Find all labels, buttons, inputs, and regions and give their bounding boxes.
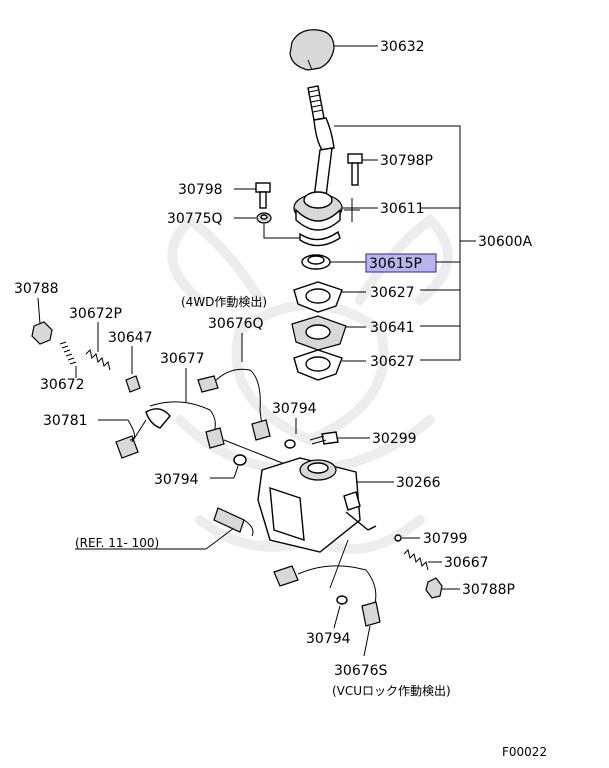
bolt-30299: 30299 [309, 431, 417, 447]
note-ref: (REF. 11- 100) [75, 536, 159, 550]
label-30794-lower: 30794 [306, 631, 351, 647]
assembly-bracket-30600A: 30600A [334, 125, 533, 361]
plate-30641: 30641 [291, 315, 415, 351]
label-30775Q: 30775Q [167, 211, 223, 227]
label-30781: 30781 [43, 413, 88, 429]
ball-30799: 30799 [394, 531, 468, 547]
label-30667: 30667 [444, 555, 489, 571]
note-vcu-detect: (VCUロック作動検出) [332, 684, 451, 698]
bolt-30798P: 30798P [347, 153, 433, 186]
gasket-30627-lower: 30627 [293, 349, 415, 381]
label-30672: 30672 [40, 377, 85, 393]
spring-30672P: 30672P [69, 306, 122, 371]
label-30677: 30677 [160, 351, 205, 367]
label-30641: 30641 [370, 320, 415, 336]
label-30647: 30647 [108, 330, 153, 346]
bolt-30798: 30798 [178, 182, 271, 209]
o-ring-30794-lower: 30794 [306, 595, 351, 647]
shift-lever-rod [307, 85, 335, 199]
label-30627-upper: 30627 [370, 285, 415, 301]
switch-30676S: 30676S (VCUロック作動検出) [273, 539, 451, 698]
washer-30615P: 30615P [301, 253, 460, 273]
note-4wd-detect: (4WD作動検出) [181, 295, 267, 309]
label-30266: 30266 [396, 475, 441, 491]
label-30632: 30632 [380, 39, 425, 55]
label-30798: 30798 [178, 182, 223, 198]
pin-30672: 30672 [40, 341, 85, 393]
plug-30788: 30788 [14, 281, 59, 345]
o-ring-30794-middle: 30794 [154, 454, 247, 488]
label-30299: 30299 [372, 431, 417, 447]
lever-housing-30611: 30611 [293, 191, 425, 247]
o-ring-30794-upper: 30794 [272, 401, 317, 449]
spring-30667: 30667 [403, 549, 489, 571]
label-30788P: 30788P [462, 582, 515, 598]
label-30799: 30799 [423, 531, 468, 547]
label-30672P: 30672P [69, 306, 122, 322]
label-30676Q: 30676Q [208, 316, 264, 332]
harness-30677: 30677 [149, 351, 301, 471]
label-30788: 30788 [14, 281, 59, 297]
figure-code: F00022 [502, 745, 547, 759]
label-30794-middle: 30794 [154, 472, 199, 488]
gasket-30627-upper: 30627 [293, 281, 415, 313]
label-30615P: 30615P [369, 256, 422, 272]
clamp-30781: 30781 [43, 408, 171, 459]
label-30627-lower: 30627 [370, 354, 415, 370]
label-30611: 30611 [380, 201, 425, 217]
nut-30775Q: 30775Q [167, 211, 300, 239]
highlight-box [365, 253, 437, 273]
case-30266: 30266 [257, 457, 441, 553]
bush-30647: 30647 [108, 330, 153, 393]
switch-30676Q: (4WD作動検出) 30676Q [181, 295, 271, 441]
shift-knob-30632: 30632 [289, 29, 425, 71]
label-30676S: 30676S [334, 663, 388, 679]
label-30600A: 30600A [478, 234, 533, 250]
label-30794-upper: 30794 [272, 401, 317, 417]
plug-30788P: 30788P [425, 577, 515, 599]
label-30798P: 30798P [380, 153, 433, 169]
ref-note: (REF. 11- 100) [75, 507, 254, 550]
